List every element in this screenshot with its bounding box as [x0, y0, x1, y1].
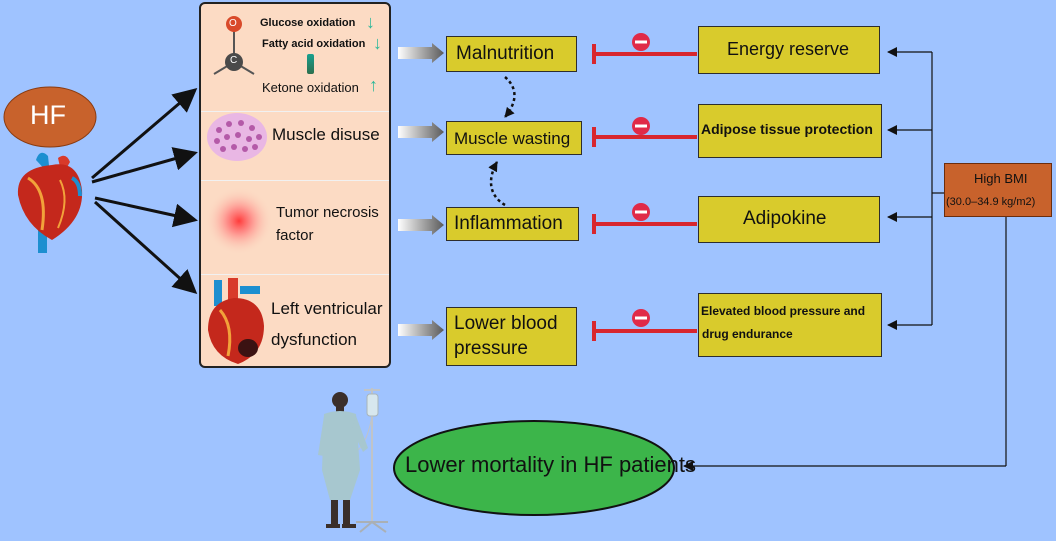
- adipose-label: Adipose tissue protection: [701, 121, 873, 137]
- panel-divider: [201, 274, 389, 275]
- panel-divider: [201, 111, 389, 112]
- muscle-disuse-label: Muscle disuse: [272, 125, 380, 144]
- lower-bp-label-line1: Lower blood: [454, 313, 558, 334]
- elevated-bp-box: Elevated blood pressure and drug enduran…: [698, 293, 882, 357]
- patient-iv-icon: [318, 388, 388, 533]
- dysfunction-label: dysfunction: [271, 330, 357, 349]
- molecule-icon: [213, 16, 255, 75]
- outcome-oval: [393, 420, 675, 516]
- high-bmi-box: High BMI (30.0–34.9 kg/m2): [944, 163, 1052, 217]
- heart-ventricle-icon: [208, 278, 264, 364]
- dotted-arrows: [488, 76, 516, 207]
- muscle-wasting-label: Muscle wasting: [454, 129, 571, 148]
- bmi-range-label: (30.0–34.9 kg/m2): [946, 196, 1036, 208]
- ketone-bar-icon: [307, 54, 314, 74]
- glucose-oxidation-label: Glucose oxidation: [260, 17, 356, 29]
- muscle-wasting-box: Muscle wasting: [446, 121, 582, 155]
- adipokine-label: Adipokine: [743, 208, 827, 229]
- adipokine-box: Adipokine: [698, 196, 880, 243]
- carbon-symbol: C: [230, 55, 238, 66]
- hf-oval: [3, 86, 97, 148]
- inflammation-label: Inflammation: [454, 213, 563, 234]
- energy-reserve-box: Energy reserve: [698, 26, 880, 74]
- tumor-necrosis-label-line2: factor: [276, 227, 314, 244]
- hf-fan-arrows: [91, 88, 198, 295]
- high-bmi-label: High BMI: [974, 171, 1028, 186]
- muscle-tissue-icon: [207, 113, 267, 161]
- malnutrition-box: Malnutrition: [446, 36, 577, 72]
- minus-sign-icons: [632, 33, 650, 327]
- outcome-label: Lower mortality in HF patients: [405, 452, 696, 477]
- oxygen-symbol: O: [229, 18, 237, 29]
- down-arrow-icon: ↓: [366, 12, 375, 32]
- adipose-box: Adipose tissue protection: [698, 104, 882, 158]
- elevated-bp-label-line1: Elevated blood pressure and: [701, 304, 866, 318]
- energy-reserve-label: Energy reserve: [727, 39, 850, 59]
- lower-bp-label-line2: pressure: [454, 338, 528, 359]
- tumor-necrosis-label: Tumor necrosis: [276, 204, 379, 221]
- malnutrition-label: Malnutrition: [456, 43, 555, 64]
- fatty-acid-oxidation-label: Fatty acid oxidation: [262, 38, 366, 50]
- hf-label: HF: [30, 100, 66, 130]
- panel-divider: [201, 180, 389, 181]
- down-arrow-icon: ↓: [373, 33, 382, 53]
- bmi-connectors: [683, 47, 1007, 471]
- lower-bp-box: Lower blood pressure: [446, 307, 577, 366]
- elevated-bp-label-line2: drug endurance: [702, 327, 793, 341]
- heart-icon: [17, 152, 83, 253]
- inflammation-glow-icon: [205, 187, 273, 255]
- inhibition-lines: [592, 44, 697, 341]
- left-ventricular-label: Left ventricular: [271, 299, 383, 318]
- gray-block-arrows: [398, 43, 444, 340]
- up-arrow-icon: ↑: [369, 75, 378, 95]
- mechanism-panel: O C Glucose oxidation ↓ Fatty acid oxida…: [199, 2, 391, 368]
- inflammation-box: Inflammation: [446, 207, 579, 241]
- ketone-oxidation-label: Ketone oxidation: [262, 80, 359, 95]
